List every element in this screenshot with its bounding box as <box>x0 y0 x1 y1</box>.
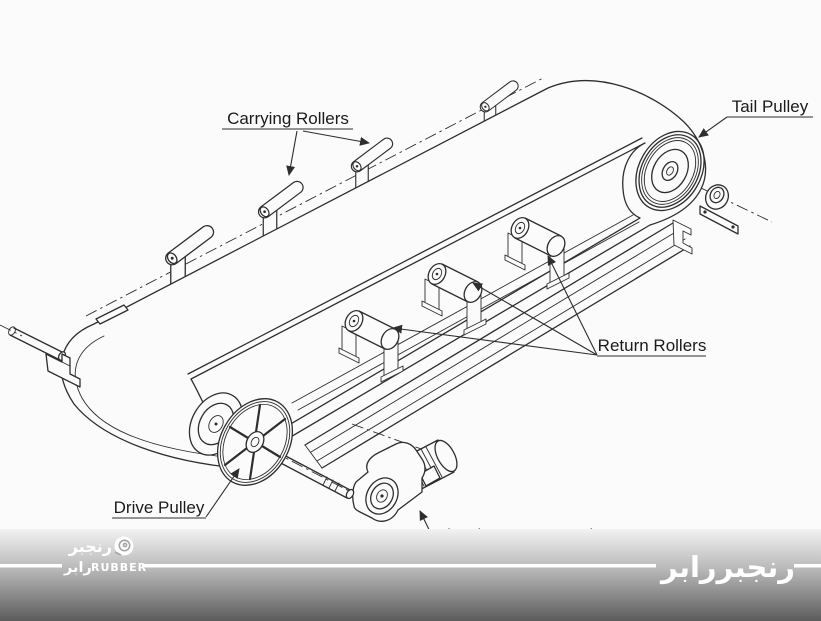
label-carrying-rollers: Carrying Rollers <box>222 109 370 176</box>
brand-name-bottom: رابر <box>63 560 92 576</box>
footer-band: رنجبر رابر RUBBER رنجبررابر <box>0 529 821 621</box>
plummer-block <box>699 184 739 235</box>
footer-rule-left <box>0 564 62 568</box>
pulley-spokes <box>223 403 287 481</box>
tail-pulley <box>635 130 705 212</box>
label-tail-pulley: Tail Pulley <box>698 97 813 138</box>
label-return-rollers: Return Rollers <box>392 255 707 357</box>
watermark-text: رنجبررابر <box>659 550 795 584</box>
footer-rule-middle <box>142 564 656 568</box>
drive-pulley-wheel <box>216 398 294 486</box>
takeup-shaft <box>8 326 81 388</box>
motor-terminal-box <box>419 465 441 487</box>
return-rollers-label: Return Rollers <box>598 336 707 355</box>
carrying-rollers-label: Carrying Rollers <box>227 109 349 128</box>
frame-channel-beam <box>304 219 693 469</box>
tail-pulley-label: Tail Pulley <box>732 97 809 116</box>
belt-edge-strip <box>95 304 129 325</box>
roll-icon <box>114 536 134 556</box>
label-drive-pulley: Drive Pulley <box>112 468 240 519</box>
gearbox <box>352 441 426 522</box>
drive-pulley-label: Drive Pulley <box>114 498 205 517</box>
footer-rule-right <box>794 564 821 568</box>
brand-logo: رنجبر رابر RUBBER <box>63 536 147 576</box>
brand-name-latin: RUBBER <box>91 561 147 574</box>
brand-name-top: رنجبر <box>68 537 112 556</box>
footer-gradient <box>0 529 821 621</box>
